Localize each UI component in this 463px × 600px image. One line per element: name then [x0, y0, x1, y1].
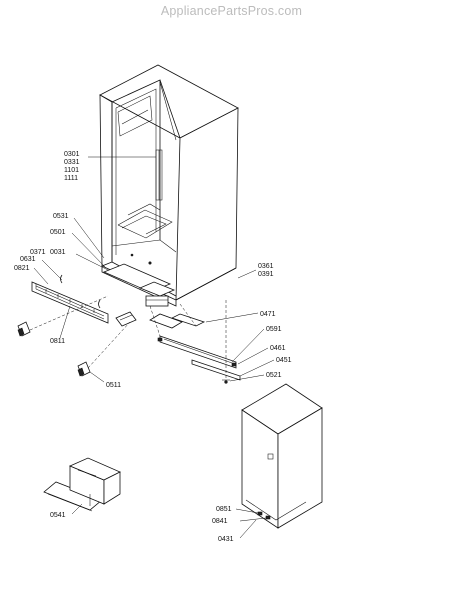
callout-0031: 0031 — [50, 249, 66, 256]
assembly-lines — [29, 295, 227, 380]
part-0541 — [43, 457, 121, 512]
callout-0371: 0371 — [30, 249, 46, 256]
callout-0521: 0521 — [266, 372, 282, 379]
callout-0451: 0451 — [276, 357, 292, 364]
lower-front-assembly — [31, 263, 176, 327]
callout-0461: 0461 — [270, 345, 286, 352]
callout-1111: 1111 — [64, 175, 78, 182]
callout-0591: 0591 — [266, 326, 282, 333]
callout-0541: 0541 — [50, 512, 66, 519]
callout-0331: 0331 — [64, 159, 80, 166]
callout-0841: 0841 — [212, 518, 228, 525]
leveler-part-left — [17, 321, 31, 337]
callout-0471: 0471 — [260, 311, 276, 318]
callout-0431: 0431 — [218, 536, 234, 543]
callout-0511: 0511 — [106, 382, 121, 389]
callout-0501: 0501 — [50, 229, 66, 236]
right-rail-assembly — [149, 313, 241, 384]
callout-0811: 0811 — [50, 338, 65, 345]
rear-cabinet-view — [241, 383, 323, 529]
callout-0361: 0361 — [258, 263, 274, 270]
callout-1101: 1101 — [64, 167, 79, 174]
callout-0531: 0531 — [53, 213, 69, 220]
callout-0301: 0301 — [64, 151, 80, 158]
leader-lines — [33, 156, 275, 539]
leveler-part-0511 — [77, 361, 91, 377]
callout-0851: 0851 — [216, 506, 232, 513]
callout-0391: 0391 — [258, 271, 274, 278]
callout-0631: 0631 — [20, 256, 36, 263]
watermark: AppliancePartsPros.com — [160, 4, 303, 18]
callout-0821: 0821 — [14, 265, 30, 272]
callout-labels: 0301 0331 1101 1111 0531 0501 0371 0031 … — [14, 151, 292, 543]
